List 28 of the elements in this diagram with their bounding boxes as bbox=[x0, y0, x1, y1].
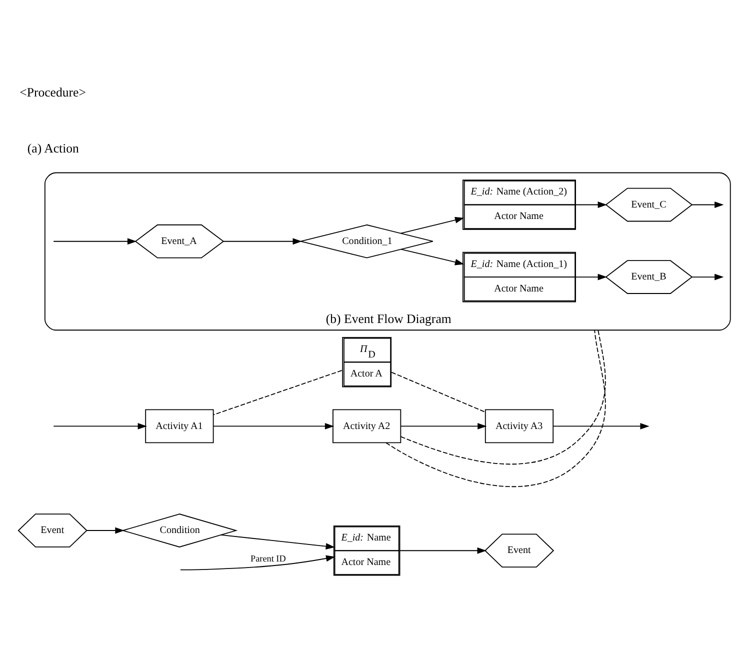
arrow bbox=[400, 422, 487, 429]
arrow bbox=[575, 201, 607, 208]
connector bbox=[400, 329, 606, 464]
arrow bbox=[213, 422, 334, 429]
connector bbox=[213, 369, 342, 415]
node-diamond: Condition bbox=[121, 513, 238, 547]
arrow bbox=[53, 422, 147, 429]
node-box: Activity A1 bbox=[145, 408, 214, 443]
arrow bbox=[86, 526, 124, 534]
arrow bbox=[220, 534, 335, 549]
arrow bbox=[180, 554, 336, 570]
connector bbox=[386, 329, 606, 487]
label: <Procedure> bbox=[20, 85, 86, 100]
arrow bbox=[575, 273, 607, 280]
arrow bbox=[692, 273, 724, 280]
arrow bbox=[400, 248, 464, 265]
label: (a) Action bbox=[27, 140, 79, 155]
arrow bbox=[400, 216, 464, 234]
arrow bbox=[400, 546, 486, 554]
arrow bbox=[53, 238, 137, 244]
node-box: Activity A3 bbox=[484, 408, 554, 443]
node-diamond: Condition_1 bbox=[300, 224, 434, 258]
arrow bbox=[222, 238, 302, 244]
node-box: Activity A2 bbox=[332, 408, 402, 443]
arrow bbox=[552, 422, 650, 429]
arrow bbox=[692, 201, 724, 208]
edge-label: Parent ID bbox=[250, 553, 286, 564]
connector bbox=[391, 371, 486, 412]
